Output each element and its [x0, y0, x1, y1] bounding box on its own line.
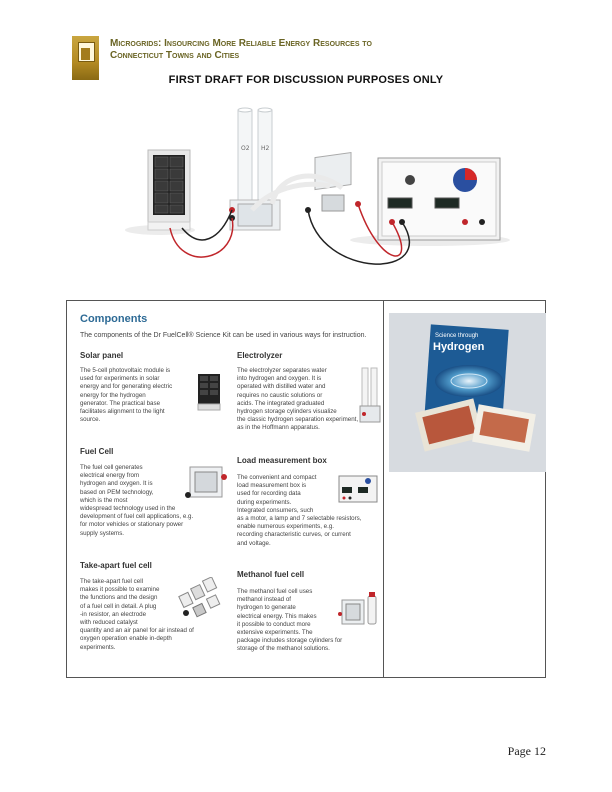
fuel-cell-line: electrical energy from — [80, 472, 140, 480]
fuel-cell-line: development of fuel cell applications, e… — [80, 513, 194, 521]
solar-panel-thumbnail — [197, 374, 221, 411]
load-box-line: Integrated consumers, such — [237, 506, 314, 514]
electrolyzer-line: acids. The integrated graduated — [237, 399, 325, 407]
methanol-line: methanol instead of — [237, 596, 292, 604]
electrolyzer-line: hydrogen storage cylinders visualize — [237, 408, 337, 416]
take-apart-line: of a fuel cell in detail. A plug — [80, 602, 157, 610]
document-title: Microgrids: Insourcing More Reliable Ene… — [110, 38, 510, 62]
methanol-fuel-cell-thumbnail — [338, 592, 377, 625]
solar-line: energy for the hydrogen — [80, 391, 146, 399]
company-logo — [72, 36, 99, 80]
take-apart-thumbnail — [178, 577, 221, 618]
solar-line: The 5-cell photovoltaic module is — [80, 367, 171, 374]
draft-notice: FIRST DRAFT FOR DISCUSSION PURPOSES ONLY — [168, 74, 444, 86]
take-apart-line: The take-apart fuel cell — [80, 578, 143, 585]
take-apart-line: -in resistor, an electrode — [80, 610, 147, 618]
fuel-cell-line: supply systems. — [80, 529, 125, 537]
take-apart-line: quantity and an air panel for air instea… — [80, 627, 194, 635]
load-box-line: recording characteristic curves, or curr… — [237, 531, 351, 539]
electrolyzer-thumbnail — [359, 367, 381, 423]
take-apart-text: The take-apart fuel cell makes it possib… — [80, 578, 194, 652]
take-apart-line: with reduced catalyst — [80, 619, 138, 627]
fuel-cell-line: The fuel cell generates — [80, 464, 143, 471]
fuel-cell-line: widespread technology used in the — [80, 505, 176, 513]
solar-panel-heading: Solar panel — [80, 351, 124, 360]
o2-label: O2 — [241, 145, 250, 152]
panel-divider — [383, 300, 384, 678]
fuel-cell-text: The fuel cell generates electrical energ… — [80, 464, 193, 538]
load-box-line: during experiments. — [237, 498, 292, 506]
electrolyzer-line: The electrolyzer separates water — [237, 367, 327, 374]
fuel-cell-kit-photo: O2 H2 — [125, 107, 510, 265]
solar-panel-illustration — [147, 149, 191, 231]
fuel-cell-line: hydrogen and oxygen. It is — [80, 480, 153, 488]
methanol-line: electrical energy. This makes — [237, 612, 317, 620]
brochure-subtitle: Science through — [435, 333, 479, 339]
take-apart-line: makes it possible to examine — [80, 586, 160, 594]
components-intro: The components of the Dr FuelCell® Scien… — [80, 332, 367, 339]
page-number: Page 12 — [507, 744, 546, 758]
methanol-line: hydrogen to generate — [237, 604, 296, 612]
load-box-line: enable numerous experiments, e.g. — [237, 523, 334, 531]
load-box-line: as a motor, a lamp and 7 selectable resi… — [237, 515, 362, 523]
electrolyzer-line: requires no caustic solutions or — [237, 391, 323, 399]
science-through-hydrogen-brochure: Science through Hydrogen — [389, 313, 546, 472]
methanol-line: storage of the methanol solutions. — [237, 645, 330, 653]
load-box-thumbnail — [338, 475, 378, 503]
solar-line: facilitates alignment to the light — [80, 408, 165, 416]
electrolyzer-heading: Electrolyzer — [237, 351, 283, 360]
fuel-cell-line: which is the most — [80, 496, 128, 504]
electrolyzer-line: into hydrogen and oxygen. It is — [237, 375, 322, 383]
h2-label: H2 — [261, 145, 270, 152]
methanol-line: it possible to conduct more — [237, 620, 311, 628]
fuel-cell-heading: Fuel Cell — [80, 447, 114, 456]
take-apart-line: the functions and the design — [80, 594, 158, 602]
document-title-line-1: Microgrids: Insourcing More Reliable Ene… — [110, 38, 372, 49]
methanol-line: package includes storage cylinders for — [237, 637, 343, 645]
take-apart-heading: Take-apart fuel cell — [80, 561, 152, 570]
fuel-cell-line: based on PEM technology, — [80, 488, 154, 496]
solar-line: used for experiments in solar — [80, 375, 160, 383]
methanol-heading: Methanol fuel cell — [237, 570, 305, 579]
brochure-title: Hydrogen — [433, 341, 485, 353]
load-box-illustration — [377, 157, 501, 241]
components-heading: Components — [80, 313, 148, 325]
electrolyzer-text: The electrolyzer separates water into hy… — [237, 367, 358, 433]
load-box-heading: Load measurement box — [237, 456, 327, 465]
load-box-line: load measurement box is — [237, 482, 307, 490]
load-box-line: and voltage. — [237, 539, 271, 547]
document-title-line-2: Connecticut Towns and Cities — [110, 50, 240, 61]
electrolyzer-line: as in the Hoffmann apparatus. — [237, 424, 320, 432]
fuel-cell-thumbnail — [185, 466, 227, 498]
solar-line: source. — [80, 416, 101, 424]
solar-line: energy and for generating electric — [80, 383, 173, 391]
load-box-text: The convenient and compact load measurem… — [237, 474, 362, 548]
solar-panel-text: The 5-cell photovoltaic module is used f… — [80, 367, 172, 424]
take-apart-line: experiments. — [80, 643, 116, 651]
solar-line: generator. The practical base — [80, 399, 161, 407]
electrolyzer-line: operated with distilled water and — [237, 383, 326, 391]
methanol-line: The methanol fuel cell uses — [237, 588, 313, 595]
methanol-text: The methanol fuel cell uses methanol ins… — [237, 588, 342, 654]
electrolyzer-illustration: O2 H2 — [229, 107, 281, 231]
fuel-cell-line: for motor vehicles or stationary power — [80, 521, 184, 529]
take-apart-line: oxygen operation enable in-depth — [80, 635, 172, 643]
electrolyzer-line: the classic hydrogen separation experime… — [237, 416, 359, 424]
methanol-line: extensive experiments. The — [237, 629, 313, 637]
load-box-line: The convenient and compact — [237, 474, 317, 481]
load-box-line: used for recording data — [237, 490, 301, 498]
